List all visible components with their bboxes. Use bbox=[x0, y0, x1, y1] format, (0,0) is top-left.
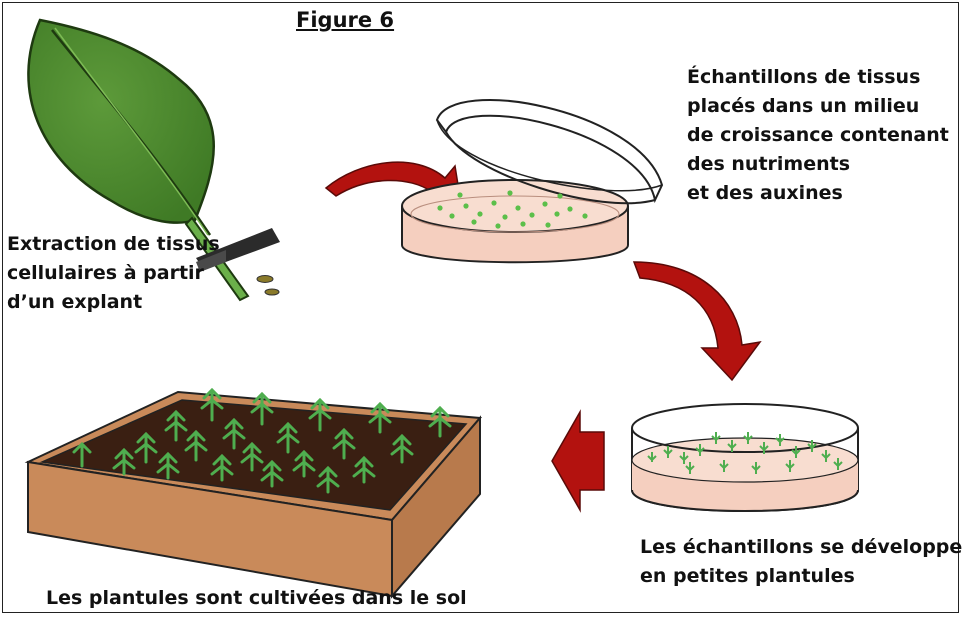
label-petri-line: de croissance contenant bbox=[687, 124, 949, 146]
small-plantlets bbox=[647, 432, 843, 474]
tissue-fragments bbox=[256, 275, 280, 296]
label-explant-line: d’un explant bbox=[7, 291, 143, 313]
arrow-to-plantlets bbox=[632, 261, 762, 382]
label-explant: Extraction de tissus cellulaires à parti… bbox=[7, 230, 220, 317]
label-petri-line: des nutriments bbox=[687, 153, 851, 175]
label-petri-line: et des auxines bbox=[687, 182, 843, 204]
label-explant-line: Extraction de tissus bbox=[7, 233, 220, 255]
soil-tray bbox=[24, 390, 483, 599]
label-petri-line: placés dans un milieu bbox=[687, 95, 920, 117]
arrow-to-soil bbox=[551, 409, 605, 513]
knife-blade bbox=[196, 228, 280, 272]
tissue-dots bbox=[437, 190, 588, 229]
petri-dish-plantlets bbox=[631, 403, 859, 512]
label-develop-line: en petites plantules bbox=[640, 565, 855, 587]
label-soil: Les plantules sont cultivées dans le sol bbox=[46, 584, 467, 613]
label-petri-line: Échantillons de tissus bbox=[687, 66, 921, 88]
label-develop-line: Les échantillons se développent bbox=[640, 536, 963, 558]
label-explant-line: cellulaires à partir bbox=[7, 262, 204, 284]
figure-title: Figure 6 bbox=[296, 8, 395, 32]
label-petri: Échantillons de tissus placés dans un mi… bbox=[687, 63, 949, 208]
label-soil-line: Les plantules sont cultivées dans le sol bbox=[46, 587, 467, 609]
label-develop: Les échantillons se développent en petit… bbox=[640, 533, 963, 591]
seedlings bbox=[72, 387, 452, 494]
